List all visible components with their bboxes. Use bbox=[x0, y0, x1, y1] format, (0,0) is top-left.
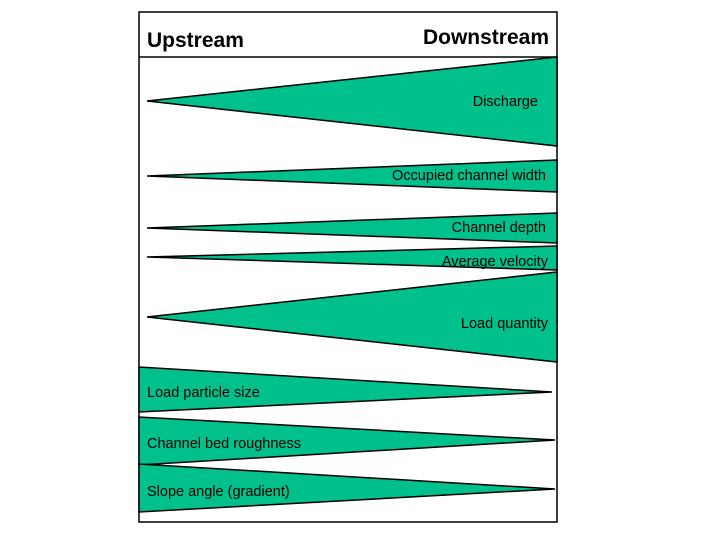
label-discharge: Discharge bbox=[473, 94, 538, 110]
wedge-discharge bbox=[146, 56, 558, 147]
wedge-load-particle-size bbox=[138, 366, 553, 413]
wedge-load-quantity bbox=[146, 271, 558, 363]
label-load-particle-size: Load particle size bbox=[147, 385, 260, 401]
label-channel-bed-roughness: Channel bed roughness bbox=[147, 436, 301, 452]
downstream-header: Downstream bbox=[423, 26, 549, 49]
wedge-channel-bed-roughness bbox=[138, 416, 556, 466]
upstream-header: Upstream bbox=[147, 29, 244, 52]
wedge-average-velocity bbox=[146, 245, 558, 271]
label-slope-angle: Slope angle (gradient) bbox=[147, 484, 290, 500]
wedge-channel-depth bbox=[146, 212, 558, 244]
label-occupied-channel-width: Occupied channel width bbox=[392, 168, 546, 184]
label-average-velocity: Average velocity bbox=[442, 254, 549, 270]
label-load-quantity: Load quantity bbox=[461, 316, 549, 332]
label-channel-depth: Channel depth bbox=[452, 220, 546, 236]
wedge-slope-angle bbox=[138, 463, 556, 513]
wedge-occupied-channel-width bbox=[146, 159, 558, 193]
